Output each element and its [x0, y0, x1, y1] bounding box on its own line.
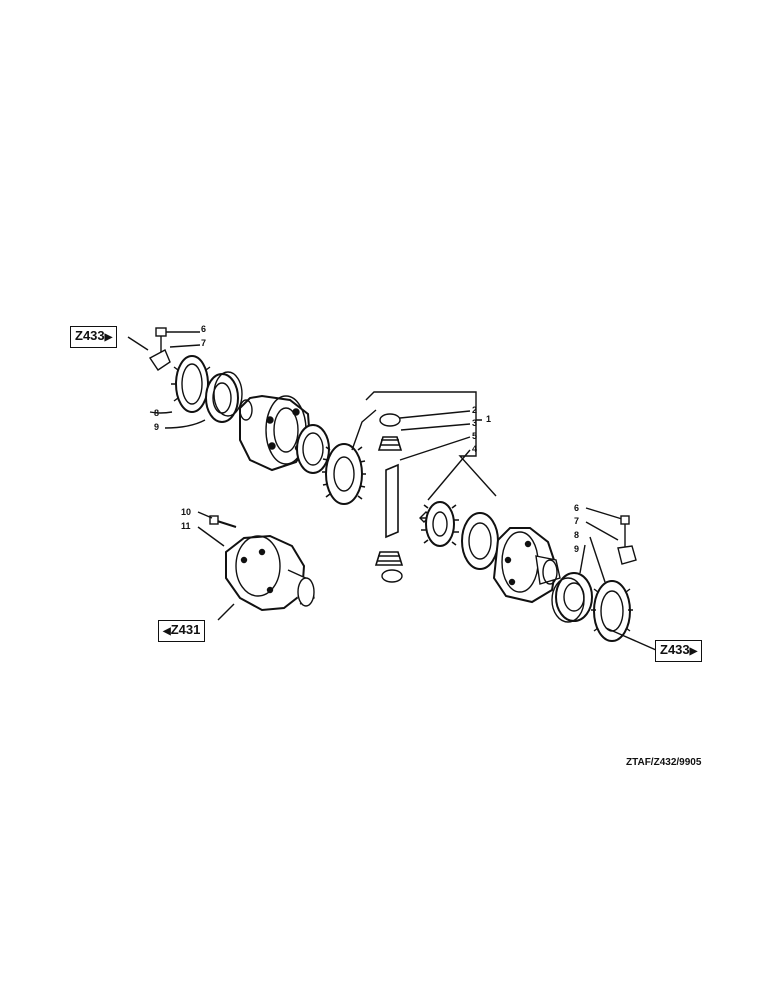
ref-box-z433-top-left[interactable]: Z433▶: [70, 326, 118, 348]
screw-right: [585, 507, 630, 548]
pinion-parts: [365, 391, 497, 583]
thrust-washer-right: [461, 512, 499, 570]
triangle-right-icon: ▶: [104, 332, 113, 343]
callout-7-right: 7: [574, 516, 580, 526]
side-gear-right: [421, 501, 459, 547]
callout-8-left: 8: [154, 408, 160, 418]
callout-1: 1: [486, 414, 492, 424]
callout-7-left: 7: [201, 338, 207, 348]
ring-nut-left: [149, 355, 213, 414]
callout-6-right: 6: [574, 503, 580, 513]
callout-9-left: 9: [154, 422, 160, 432]
callout-8-right: 8: [574, 530, 580, 540]
callout-6-left: 6: [201, 324, 207, 334]
assembled-differential: [197, 511, 315, 621]
triangle-right-icon: ▶: [689, 646, 698, 657]
callout-4: 4: [472, 444, 478, 454]
triangle-left-icon: ◀: [163, 626, 171, 637]
callout-2: 2: [472, 405, 478, 415]
ref-box-z431-bottom-left[interactable]: ◀Z431: [158, 620, 206, 642]
bearing-left: [164, 371, 243, 429]
ref-label: Z431: [170, 622, 201, 637]
leader-line: [127, 336, 149, 351]
lock-plate-left: [148, 344, 201, 371]
ring-nut-right: [589, 536, 633, 642]
leader-line: [605, 627, 657, 651]
callout-5: 5: [472, 431, 478, 441]
lock-plate-right: [585, 521, 637, 565]
callout-10: 10: [181, 507, 192, 517]
ref-label: Z433: [660, 642, 690, 657]
housing-left: [239, 394, 312, 472]
screw-left: [155, 327, 200, 352]
ref-label: Z433: [75, 328, 105, 343]
callout-3: 3: [472, 418, 478, 428]
bearing-right: [551, 544, 593, 623]
housing-right: [492, 527, 561, 604]
thrust-washer-left: [296, 424, 330, 474]
ref-box-z433-bottom-right[interactable]: Z433▶: [655, 640, 703, 662]
side-gear-left: [322, 409, 377, 505]
drawing-code: ZTAF/Z432/9905: [626, 757, 702, 768]
callout-9-right: 9: [574, 544, 580, 554]
callout-11: 11: [181, 521, 191, 531]
